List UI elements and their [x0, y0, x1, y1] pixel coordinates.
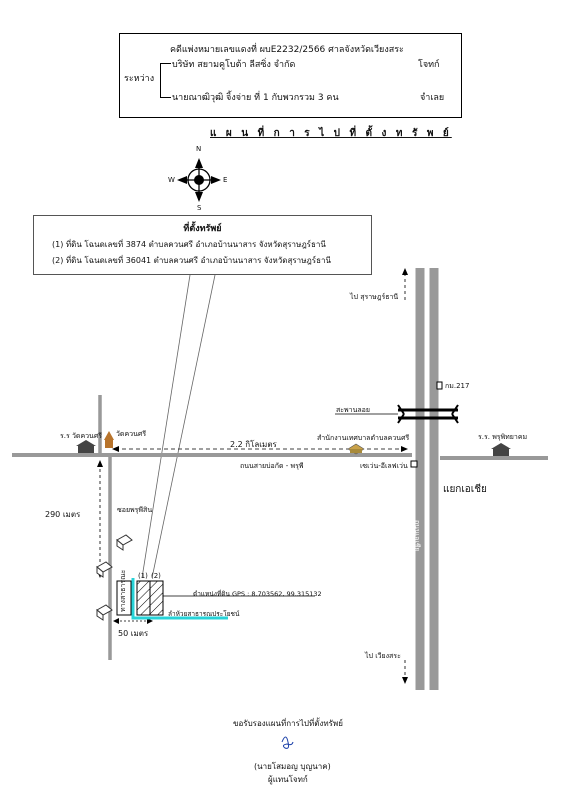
label-distance-main: 2.2 กิโลเมตร: [230, 440, 277, 449]
label-side-lane: ทางสาธารณะ: [119, 569, 127, 612]
between-label: ระหว่าง: [124, 74, 155, 84]
arrow-to-wiang-sa: [402, 660, 408, 684]
property-heading: ที่ตั้งทรัพย์: [183, 224, 222, 234]
school-icon: [76, 440, 511, 456]
main-road: [12, 453, 548, 460]
label-to-surat: ไป สุราษฎร์ธานี: [350, 293, 399, 301]
label-temple: วัดควนศรี: [116, 430, 147, 438]
overpass-icon: [397, 404, 459, 424]
map-title: แ ผ น ที่ ก า ร ไ ป ที่ ตั้ ง ท รั พ ย์: [210, 128, 452, 139]
pointer-line-2: [151, 274, 216, 579]
asia-highway: [415, 268, 439, 690]
parcel-plots: [116, 580, 164, 616]
property-line-2: (2) ที่ดิน โฉนดเลขที่ 36041 ตำบลควนศรี อ…: [52, 256, 331, 265]
label-public-way: ลำห้วยสาธารณประโยชน์: [168, 610, 240, 618]
label-school-left: ร.ร วัดควนศรี: [60, 432, 103, 440]
distance-arrow-290: [97, 460, 103, 578]
compass-e: E: [223, 176, 228, 184]
property-box: ที่ตั้งทรัพย์ (1) ที่ดิน โฉนดเลขที่ 3874…: [33, 215, 372, 275]
compass-icon: [177, 158, 221, 202]
plaintiff-name: บริษัท สยามคูโบต้า ลีสซิ่ง จำกัด: [172, 60, 296, 70]
signer-name: (นายโสมอญ บุญนาค): [254, 762, 331, 771]
label-soi: ซอยพรุพีสิน: [117, 506, 153, 514]
label-parcel-1: (1): [138, 572, 148, 580]
defendant-role: จำเลย: [420, 93, 445, 103]
defendant-name: นายณาฒิวุฒิ จิ้งจ่าย ที่ 1 กับพวกรวม 3 ค…: [172, 93, 339, 103]
label-distance-290: 290 เมตร: [45, 510, 81, 519]
property-line-1: (1) ที่ดิน โฉนดเลขที่ 3874 ตำบลควนศรี อำ…: [52, 240, 326, 249]
compass-n: N: [196, 145, 202, 153]
label-school-right: ร.ร. พรุพิทยาคม: [478, 433, 528, 441]
label-municipal: สำนักงานเทศบาลตำบลควนศรี: [317, 434, 410, 442]
compass-s: S: [197, 204, 202, 212]
arrow-to-surat: [402, 268, 408, 300]
municipal-office-icon: [347, 443, 365, 455]
label-overpass: สะพานลอย: [336, 406, 370, 414]
public-canal: [131, 578, 228, 620]
signature: [281, 736, 294, 749]
label-road-name: ถนนสายบ่อกัด - พรุพี: [240, 462, 304, 470]
house-icon: [96, 534, 133, 621]
case-info-box: คดีแพ่งหมายเลขแดงที่ ผบE2232/2566 ศาลจัง…: [119, 33, 462, 118]
label-seven-eleven: เซเว่น-อีเลฟเว่น: [360, 462, 408, 470]
label-km217: กม.217: [445, 382, 470, 390]
label-junction: แยกเอเชีย: [443, 484, 487, 495]
store-icon: [410, 460, 418, 468]
certify-text: ขอรับรองแผนที่การไปที่ตั้งทรัพย์: [233, 719, 343, 728]
label-to-wiang-sa: ไป เวียงสระ: [365, 652, 401, 660]
case-number: คดีแพ่งหมายเลขแดงที่ ผบE2232/2566 ศาลจัง…: [170, 45, 404, 55]
label-gps: ตำแหน่งที่ดิน GPS : 8.703562, 99.315132: [193, 590, 322, 598]
temple-icon: [104, 431, 114, 448]
bracket: [160, 63, 171, 98]
km-marker-icon: [436, 381, 443, 390]
pointer-line-1: [141, 274, 191, 579]
signer-role: ผู้แทนโจทก์: [268, 775, 308, 784]
label-asia-road: ถนนเอเชีย: [413, 520, 421, 552]
label-parcel-2: (2): [151, 572, 161, 580]
plaintiff-role: โจทก์: [418, 60, 440, 70]
compass-w: W: [168, 176, 175, 184]
label-distance-50: 50 เมตร: [118, 629, 149, 638]
